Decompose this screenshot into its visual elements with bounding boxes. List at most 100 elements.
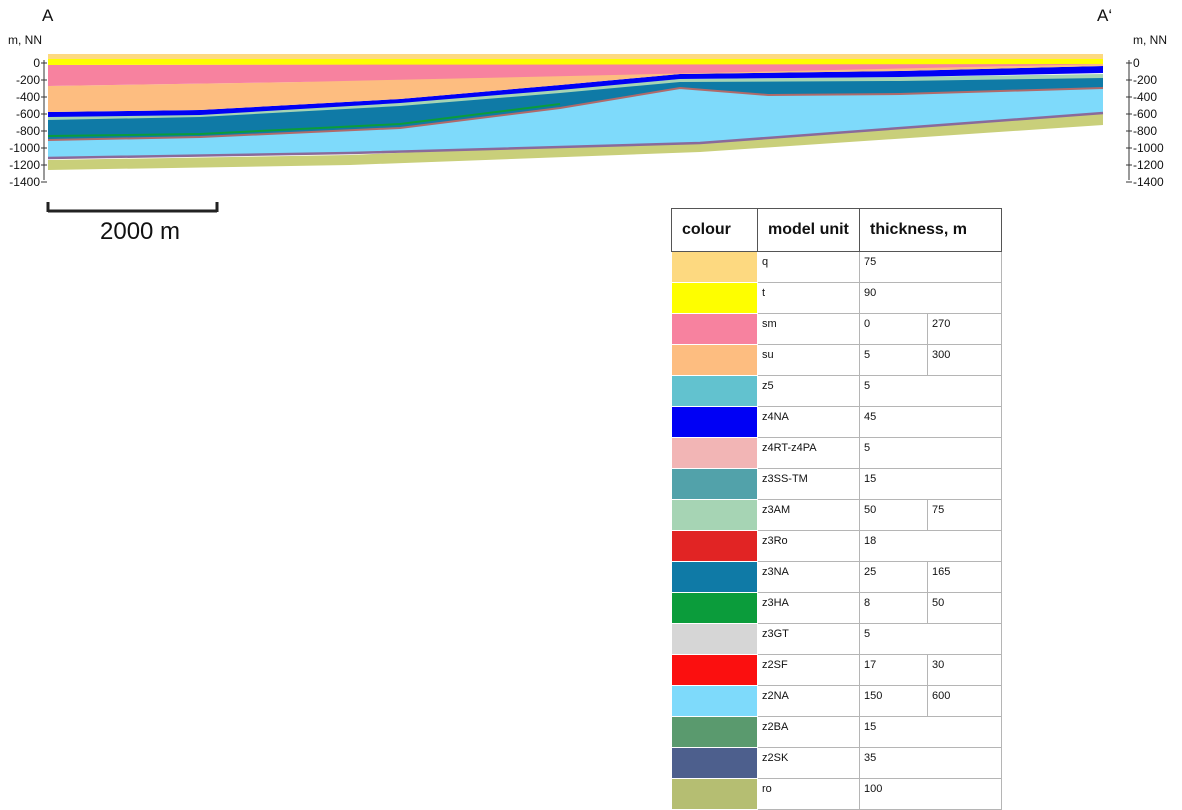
layer-su xyxy=(48,64,1103,112)
legend-thickness-max: 30 xyxy=(927,654,1002,686)
legend-model-unit: z4NA xyxy=(757,406,860,438)
legend-header-thickness: thickness, m xyxy=(859,208,1002,252)
legend-thickness: 15 xyxy=(859,468,1002,500)
legend-thickness-min: 150 xyxy=(859,685,928,717)
legend-colour-swatch xyxy=(671,623,758,655)
legend-thickness-min: 17 xyxy=(859,654,928,686)
left-depth-tick-label: -1400 xyxy=(9,175,40,189)
section-start-label: A xyxy=(42,6,54,25)
legend-thickness-max: 165 xyxy=(927,561,1002,593)
legend-header-row: colour model unit thickness, m xyxy=(671,208,1002,252)
scale-bar-label: 2000 m xyxy=(100,218,181,245)
left-depth-tick-label: -800 xyxy=(16,124,40,138)
legend-colour-swatch xyxy=(671,313,758,345)
z3ha-boundary-line xyxy=(47,103,561,137)
legend-colour-swatch xyxy=(671,654,758,686)
legend-thickness: 5 xyxy=(859,437,1002,469)
layer-z4na xyxy=(48,66,1103,117)
legend-model-unit: su xyxy=(757,344,860,376)
legend-model-unit: z2NA xyxy=(757,685,860,717)
legend-model-unit: t xyxy=(757,282,860,314)
right-depth-tick-label: 0 xyxy=(1133,56,1140,70)
legend-colour-swatch xyxy=(671,685,758,717)
legend-colour-swatch xyxy=(671,406,758,438)
legend-colour-swatch xyxy=(671,375,758,407)
left-depth-tick-label: -1200 xyxy=(9,158,40,172)
legend-colour-swatch xyxy=(671,468,758,500)
left-depth-tick-label: -1000 xyxy=(9,141,40,155)
layer-z2na xyxy=(48,88,1103,158)
legend-model-unit: z3NA xyxy=(757,561,860,593)
legend-model-unit: sm xyxy=(757,313,860,345)
legend-model-unit: z3SS-TM xyxy=(757,468,860,500)
legend-thickness: 45 xyxy=(859,406,1002,438)
legend-thickness: 100 xyxy=(859,778,1002,810)
right-depth-tick-label: -200 xyxy=(1133,73,1157,87)
legend-colour-swatch xyxy=(671,561,758,593)
legend-thickness: 18 xyxy=(859,530,1002,562)
legend-colour-swatch xyxy=(671,530,758,562)
layer-ro xyxy=(48,110,1103,170)
legend-model-unit: q xyxy=(757,251,860,283)
left-depth-tick-label: -600 xyxy=(16,107,40,121)
legend-colour-swatch xyxy=(671,747,758,779)
legend-thickness-max: 50 xyxy=(927,592,1002,624)
left-depth-tick-label: -200 xyxy=(16,73,40,87)
legend-thickness-min: 0 xyxy=(859,313,928,345)
layer-q xyxy=(48,54,1103,59)
z2sk-boundary-line xyxy=(47,111,1104,160)
legend-thickness: 90 xyxy=(859,282,1002,314)
legend-model-unit: z3AM xyxy=(757,499,860,531)
right-depth-tick-label: -800 xyxy=(1133,124,1157,138)
layer-z3na xyxy=(48,76,1103,140)
legend-thickness: 75 xyxy=(859,251,1002,283)
legend-colour-swatch xyxy=(671,437,758,469)
layer-t xyxy=(48,59,1103,65)
right-depth-tick-label: -1000 xyxy=(1133,141,1164,155)
legend-model-unit: z5 xyxy=(757,375,860,407)
legend-model-unit: z2BA xyxy=(757,716,860,748)
right-depth-tick-label: -600 xyxy=(1133,107,1157,121)
legend-colour-swatch xyxy=(671,716,758,748)
legend-thickness-min: 25 xyxy=(859,561,928,593)
legend-model-unit: ro xyxy=(757,778,860,810)
legend-thickness-min: 5 xyxy=(859,344,928,376)
legend-colour-swatch xyxy=(671,344,758,376)
legend-thickness: 5 xyxy=(859,375,1002,407)
legend-thickness-min: 50 xyxy=(859,499,928,531)
legend-thickness-max: 600 xyxy=(927,685,1002,717)
right-depth-tick-label: -400 xyxy=(1133,90,1157,104)
legend-thickness-max: 270 xyxy=(927,313,1002,345)
layer-sm xyxy=(48,64,1103,86)
legend-thickness: 35 xyxy=(859,747,1002,779)
legend-model-unit: z2SF xyxy=(757,654,860,686)
section-end-label: A‘ xyxy=(1097,6,1113,25)
right-depth-tick-label: -1200 xyxy=(1133,158,1164,172)
legend-colour-swatch xyxy=(671,592,758,624)
legend-thickness-max: 75 xyxy=(927,499,1002,531)
legend-colour-swatch xyxy=(671,251,758,283)
legend-header-model-unit: model unit xyxy=(757,208,860,252)
legend-model-unit: z3Ro xyxy=(757,530,860,562)
right-depth-tick-label: -1400 xyxy=(1133,175,1164,189)
legend-thickness: 5 xyxy=(859,623,1002,655)
z2sf-boundary-line xyxy=(47,86,1104,141)
legend-thickness-max: 300 xyxy=(927,344,1002,376)
